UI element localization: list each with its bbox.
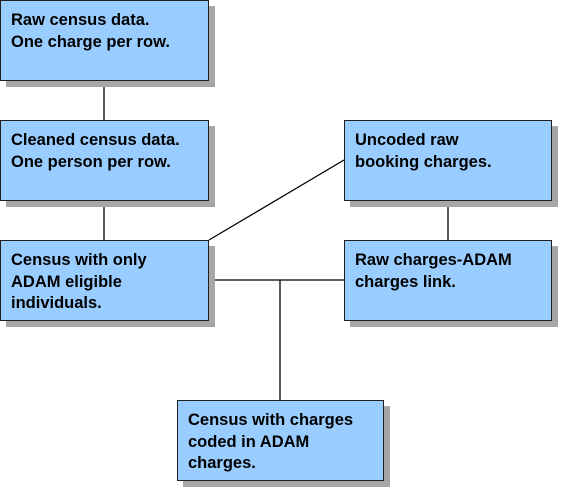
node-text-line: charges. — [188, 454, 256, 472]
node-raw-census: Raw census data. One charge per row. — [0, 0, 209, 81]
node-text-line: coded in ADAM — [188, 432, 310, 451]
node-charges-link: Raw charges-ADAM charges link. — [344, 240, 552, 321]
node-text-line: Raw charges-ADAM — [355, 251, 512, 269]
node-text-line: charges link. — [355, 272, 456, 291]
node-text-line: Raw census data. — [11, 11, 150, 29]
node-text-line: Cleaned census data. — [11, 131, 180, 149]
node-eligible-census: Census with only ADAM eligible individua… — [0, 240, 209, 321]
node-text-line: ADAM eligible — [11, 272, 122, 291]
node-coded-census: Census with charges coded in ADAM charge… — [177, 400, 384, 481]
node-text-line: One person per row. — [11, 152, 171, 171]
node-cleaned-census: Cleaned census data. One person per row. — [0, 120, 209, 201]
node-text-line: Uncoded raw — [355, 131, 459, 149]
node-text-line: booking charges. — [355, 152, 492, 171]
node-text-line: One charge per row. — [11, 32, 170, 51]
connector-eligible-to-uncoded — [208, 159, 345, 241]
node-text-line: individuals. — [11, 294, 102, 312]
node-uncoded-charges: Uncoded raw booking charges. — [344, 120, 552, 201]
node-text-line: Census with only — [11, 251, 147, 269]
node-text-line: Census with charges — [188, 411, 354, 429]
